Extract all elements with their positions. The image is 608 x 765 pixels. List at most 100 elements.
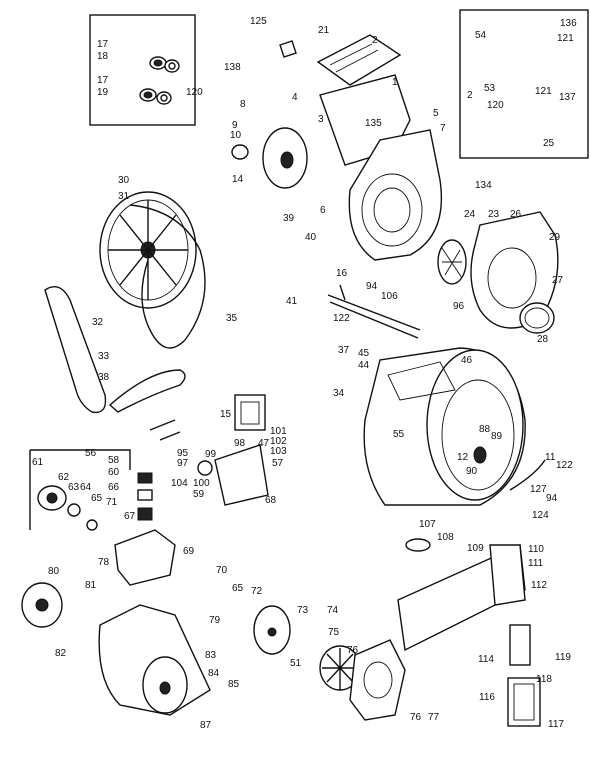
- blower-housing: [437, 211, 559, 334]
- part-number-label: 121: [535, 86, 552, 97]
- terminal-block: [509, 624, 531, 666]
- rear-bulkhead: [319, 74, 443, 261]
- part-number-label: 21: [318, 25, 330, 36]
- drive-motor: [98, 604, 211, 716]
- part-number-label: 7: [440, 123, 446, 134]
- part-number-label: 12: [457, 452, 469, 463]
- part-number-label: 8: [240, 99, 246, 110]
- part-number-label: 102: [270, 436, 287, 447]
- part-number-label: 55: [393, 429, 405, 440]
- part-number-label: 120: [487, 100, 504, 111]
- part-number-label: 134: [475, 180, 492, 191]
- part-number-label: 51: [290, 658, 302, 669]
- part-number-label: 32: [92, 317, 104, 328]
- spring-107: [405, 538, 431, 552]
- part-number-label: 98: [234, 438, 246, 449]
- support-shaft: [327, 284, 421, 339]
- part-number-label: 33: [98, 351, 110, 362]
- part-number-label: 46: [461, 355, 473, 366]
- part-number-label: 137: [559, 92, 576, 103]
- part-number-label: 76: [347, 645, 359, 656]
- part-number-label: 60: [108, 467, 120, 478]
- inset-box-right: [459, 9, 589, 159]
- part-number-label: 27: [552, 275, 564, 286]
- part-number-label: 25: [543, 138, 555, 149]
- part-number-label: 66: [108, 482, 120, 493]
- part-number-label: 24: [464, 209, 476, 220]
- part-number-label: 116: [479, 692, 495, 703]
- part-number-label: 82: [55, 648, 67, 659]
- part-number-label: 106: [381, 291, 398, 302]
- part-number-label: 78: [98, 557, 110, 568]
- part-number-label: 34: [333, 388, 345, 399]
- part-number-label: 56: [85, 448, 97, 459]
- part-number-label: 122: [556, 460, 573, 471]
- part-number-label: 114: [478, 654, 494, 665]
- dryer-drum: [363, 347, 526, 506]
- small-belt: [108, 369, 186, 413]
- part-number-label: 103: [270, 446, 287, 457]
- part-number-label: 9: [232, 120, 238, 131]
- part-number-label: 64: [80, 482, 92, 493]
- part-number-label: 125: [250, 16, 267, 27]
- bearing-parts: [139, 56, 180, 105]
- part-number-label: 81: [85, 580, 97, 591]
- control-bracket: [279, 34, 402, 86]
- part-number-label: 136: [560, 18, 577, 29]
- part-number-label: 90: [466, 466, 478, 477]
- part-number-label: 2: [372, 35, 378, 46]
- part-number-label: 30: [118, 175, 130, 186]
- part-number-label: 69: [183, 546, 195, 557]
- part-number-label: 65: [232, 583, 244, 594]
- part-number-label: 59: [193, 489, 205, 500]
- part-number-label: 11: [545, 452, 556, 463]
- part-number-label: 112: [531, 580, 547, 591]
- part-number-label: 89: [491, 431, 503, 442]
- part-number-label: 62: [58, 472, 70, 483]
- part-number-label: 45: [358, 348, 370, 359]
- part-number-label: 109: [467, 543, 484, 554]
- part-number-label: 18: [97, 51, 109, 62]
- blower-plate: [253, 605, 291, 655]
- part-number-label: 4: [292, 92, 298, 103]
- drum-rim-seal: [509, 459, 546, 491]
- part-number-label: 68: [265, 495, 277, 506]
- part-number-label: 23: [488, 209, 500, 220]
- part-number-label: 70: [216, 565, 228, 576]
- part-number-label: 72: [251, 586, 263, 597]
- part-number-label: 75: [328, 627, 340, 638]
- part-number-label: 77: [428, 712, 440, 723]
- part-number-label: 31: [118, 191, 130, 202]
- part-number-label: 76: [410, 712, 422, 723]
- inset-box-left: [89, 14, 196, 126]
- blower-housing-lower: [349, 639, 406, 721]
- part-number-label: 138: [224, 62, 241, 73]
- part-number-label: 135: [365, 118, 382, 129]
- part-number-label: 108: [437, 532, 454, 543]
- part-number-label: 57: [272, 458, 284, 469]
- parts-bracket: [29, 449, 131, 530]
- timer-switch: [234, 394, 266, 431]
- part-number-label: 17: [97, 75, 109, 86]
- part-number-label: 124: [532, 510, 549, 521]
- part-number-label: 38: [98, 372, 110, 383]
- part-number-label: 79: [209, 615, 221, 626]
- part-number-label: 84: [208, 668, 220, 679]
- part-number-label: 99: [205, 449, 217, 460]
- part-number-label: 5: [433, 108, 439, 119]
- part-number-label: 88: [479, 424, 491, 435]
- part-number-label: 29: [549, 232, 561, 243]
- part-number-label: 71: [106, 497, 118, 508]
- part-number-label: 39: [283, 213, 295, 224]
- part-number-label: 95: [177, 448, 189, 459]
- duct-panel: [489, 544, 526, 606]
- part-number-label: 94: [546, 493, 558, 504]
- part-number-label: 17: [97, 39, 109, 50]
- part-number-label: 53: [484, 83, 496, 94]
- part-number-label: 15: [220, 409, 232, 420]
- motor-pulley: [21, 582, 63, 628]
- part-number-label: 40: [305, 232, 317, 243]
- part-number-label: 107: [419, 519, 436, 530]
